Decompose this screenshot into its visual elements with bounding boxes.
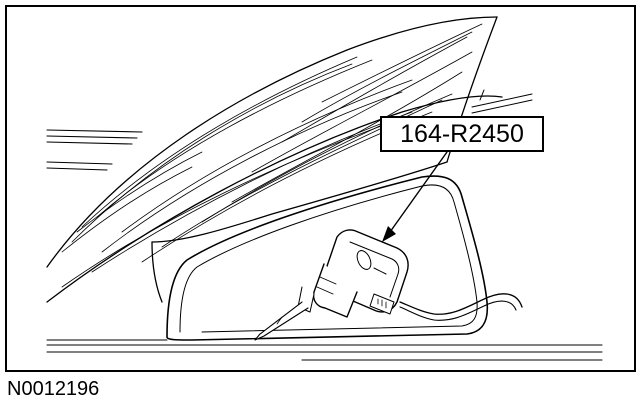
roof-pillar-panel (46, 16, 503, 303)
callout-arrow-icon (382, 151, 448, 242)
right-trim (471, 89, 533, 114)
window-opening (166, 175, 489, 341)
figure-number: N0012196 (7, 378, 100, 400)
pillar-hatching (61, 23, 483, 288)
tool-with-probe-icon (254, 229, 523, 341)
left-trim (46, 129, 143, 171)
technical-illustration (46, 16, 603, 361)
part-callout-label: 164-R2450 (380, 116, 544, 152)
lower-sill (46, 339, 603, 361)
illustration-frame (5, 5, 636, 372)
